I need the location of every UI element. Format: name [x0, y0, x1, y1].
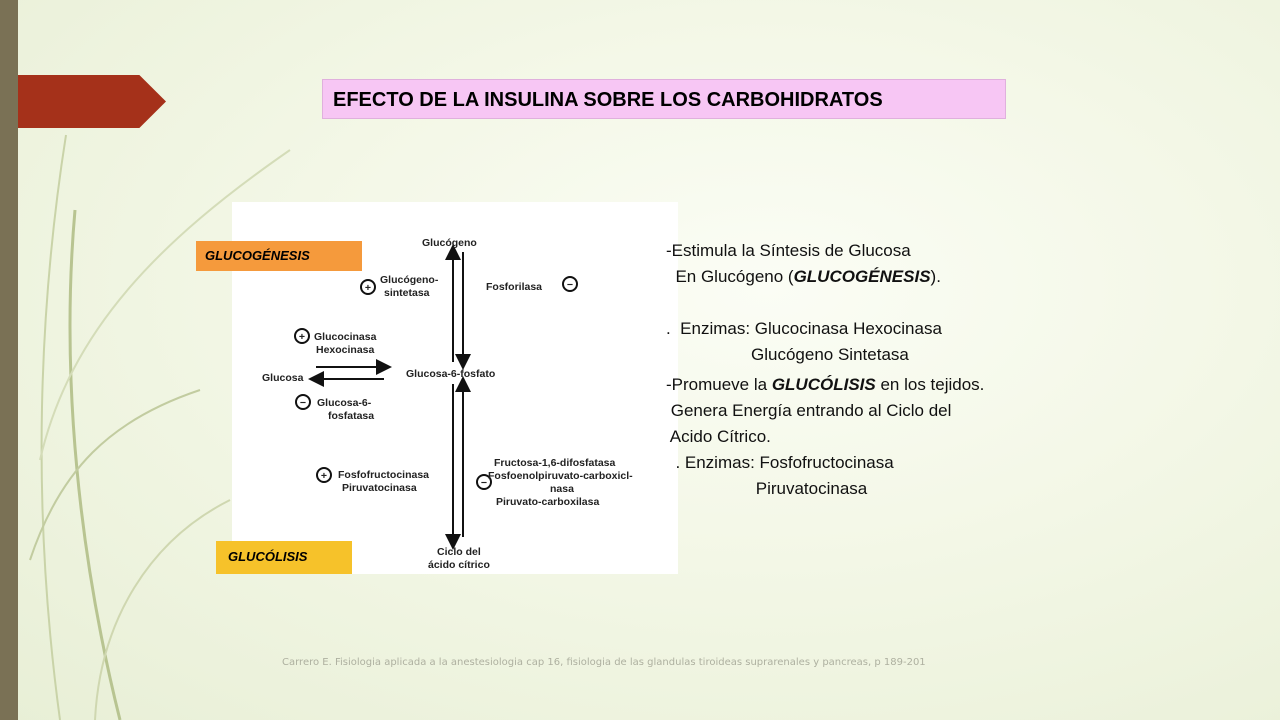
label-nasa: nasa	[550, 483, 574, 495]
label-glucosa-6-fosfato: Glucosa-6-fosfato	[406, 368, 495, 380]
label-glucosa: Glucosa	[262, 372, 304, 384]
body-text: -Estimula la Síntesis de Glucosa En Gluc…	[666, 238, 984, 502]
label-ciclo-2: ácido cítrico	[428, 559, 490, 571]
svg-text:+: +	[365, 282, 371, 294]
label-glucogeno: Glucógeno	[422, 237, 477, 249]
svg-text:+: +	[321, 470, 327, 482]
minus-sign-fosforilasa: −	[562, 276, 578, 292]
body-line-2: En Glucógeno (GLUCOGÉNESIS).	[666, 267, 941, 286]
body-line-6: Genera Energía entrando al Ciclo del	[666, 401, 952, 420]
diagram-svg: + − + − + − Glucógeno Glucógeno- sinteta…	[262, 237, 633, 571]
body-line-3: . Enzimas: Glucocinasa Hexocinasa	[666, 319, 942, 338]
label-hexocinasa: Hexocinasa	[316, 344, 375, 356]
body-line-8: . Enzimas: Fosfofructocinasa	[666, 453, 894, 472]
glucolisis-tag: GLUCÓLISIS	[216, 541, 352, 574]
body-line-4: Glucógeno Sintetasa	[666, 345, 909, 364]
label-glucogeno-sintetasa-2: sintetasa	[384, 287, 430, 299]
plus-sign-glucogeno-sintetasa: +	[360, 279, 376, 295]
label-piruvato-carboxilasa: Piruvato-carboxilasa	[496, 496, 599, 508]
svg-text:−: −	[300, 397, 306, 409]
minus-sign-fructosa: −	[476, 474, 492, 490]
body-line-7: Acido Cítrico.	[666, 427, 771, 446]
label-ciclo-1: Ciclo del	[437, 546, 481, 558]
body-line-9: Piruvatocinasa	[666, 479, 868, 498]
slide-title: EFECTO DE LA INSULINA SOBRE LOS CARBOHID…	[333, 89, 883, 111]
label-piruvatocinasa: Piruvatocinasa	[342, 482, 417, 494]
plus-sign-fosfofructocinasa: +	[316, 467, 332, 483]
svg-text:−: −	[481, 477, 487, 489]
slide-title-box: EFECTO DE LA INSULINA SOBRE LOS CARBOHID…	[322, 79, 1006, 119]
label-fosfofructocinasa: Fosfofructocinasa	[338, 469, 429, 481]
body-line-5: -Promueve la GLUCÓLISIS en los tejidos.	[666, 375, 985, 394]
left-decor-bar	[0, 0, 18, 720]
svg-text:+: +	[299, 331, 305, 343]
label-fosforilasa: Fosforilasa	[486, 281, 542, 293]
label-fructosa: Fructosa-1,6-difosfatasa	[494, 457, 616, 469]
glucogenesis-tag: GLUCOGÉNESIS	[196, 241, 362, 271]
svg-text:−: −	[567, 279, 573, 291]
label-fosfoenolpiruvato: Fosfoenolpiruvato-carboxicl-	[488, 470, 633, 482]
label-glucocinasa: Glucocinasa	[314, 331, 377, 343]
accent-arrow-shape	[18, 75, 166, 128]
plus-sign-glucocinasa: +	[294, 328, 310, 344]
body-line-1: -Estimula la Síntesis de Glucosa	[666, 241, 911, 260]
label-g6fosfatasa-1: Glucosa-6-	[317, 397, 372, 409]
minus-sign-g6fosfatasa: −	[295, 394, 311, 410]
label-glucogeno-sintetasa-1: Glucógeno-	[380, 274, 439, 286]
label-g6fosfatasa-2: fosfatasa	[328, 410, 374, 422]
citation: Carrero E. Fisiologia aplicada a la anes…	[282, 657, 926, 668]
